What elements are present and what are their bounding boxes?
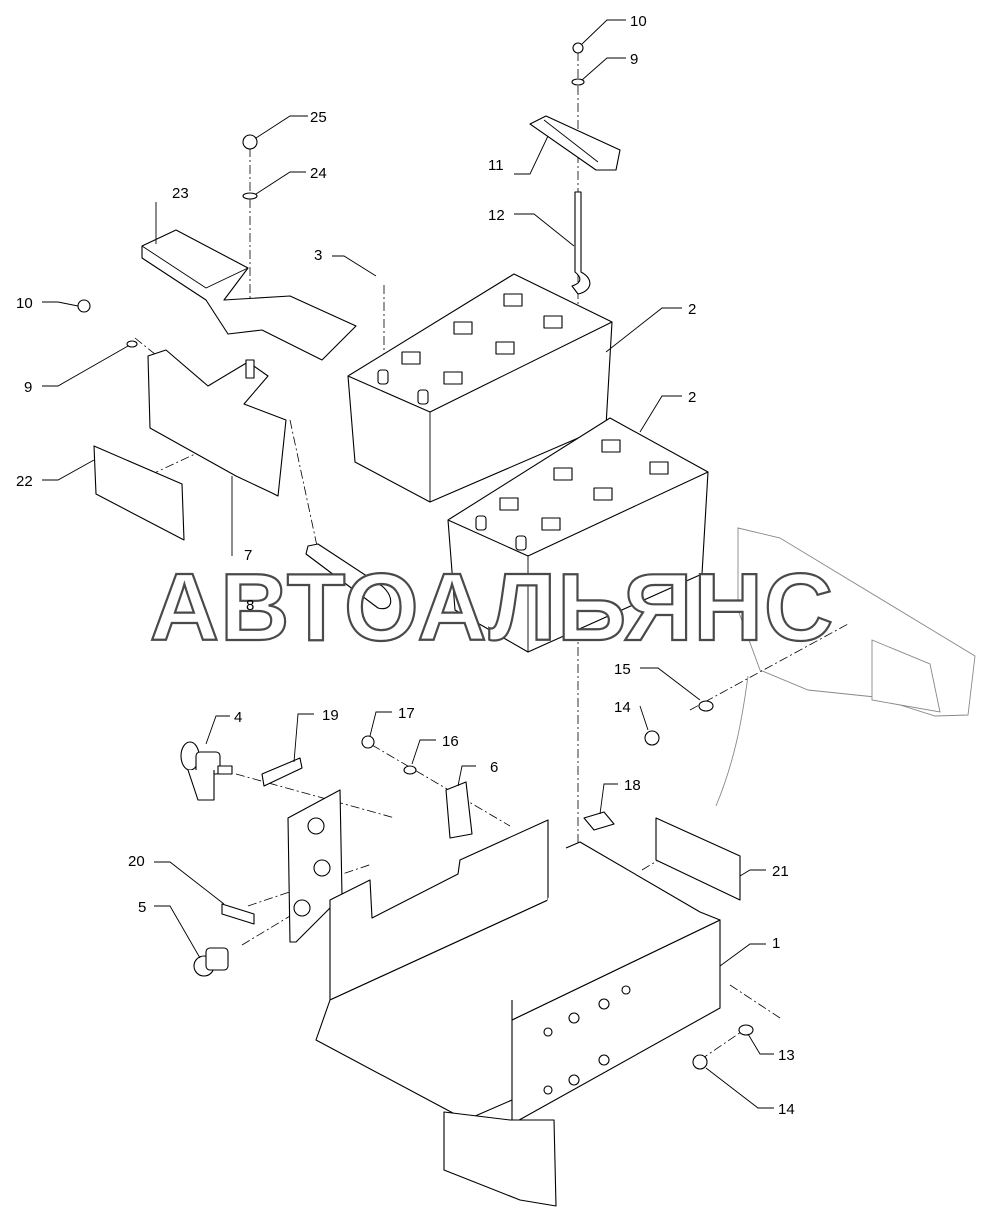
switch-5 [193, 947, 229, 977]
fasteners-13-14-15 [644, 700, 754, 1070]
callout-20: 20 [128, 853, 145, 870]
cover-plate-7 [77, 299, 287, 497]
callout-9-top: 9 [630, 51, 638, 68]
callout-19: 19 [322, 707, 339, 724]
top-bracket-23 [141, 134, 357, 361]
callout-25: 25 [310, 109, 327, 126]
callout-2-upper: 2 [688, 301, 696, 318]
callout-labels: 10 9 11 12 25 24 23 3 2 2 10 9 22 7 8 15… [16, 13, 795, 1118]
callout-2-lower: 2 [688, 389, 696, 406]
callout-10-left: 10 [16, 295, 33, 312]
callout-14-lower: 14 [778, 1101, 795, 1118]
callout-6: 6 [490, 759, 498, 776]
callout-11: 11 [488, 157, 504, 174]
callout-4: 4 [234, 709, 242, 726]
washers-16-17 [361, 735, 417, 775]
chassis-frame-ghost [715, 527, 976, 807]
battery-clamp-assembly [529, 42, 621, 295]
label-19 [261, 757, 303, 787]
callout-15: 15 [614, 661, 631, 678]
callout-7: 7 [244, 547, 252, 564]
label-20 [221, 903, 255, 925]
battery-tray-1 [287, 789, 721, 1207]
callout-5: 5 [138, 899, 146, 916]
callout-16: 16 [442, 733, 459, 750]
callout-18: 18 [624, 777, 641, 794]
callout-1: 1 [772, 935, 780, 952]
callout-leaders [42, 19, 774, 1109]
label-21 [655, 817, 741, 901]
callout-9-left: 9 [24, 379, 32, 396]
callout-14-upper: 14 [614, 699, 631, 716]
callout-21: 21 [772, 863, 789, 880]
callout-13: 13 [778, 1047, 795, 1064]
battery-upper [347, 273, 613, 503]
callout-8: 8 [246, 597, 254, 614]
rod-8 [305, 543, 392, 610]
callout-3: 3 [314, 247, 322, 264]
callout-22: 22 [16, 473, 33, 490]
label-plate-22 [93, 445, 185, 541]
callout-12: 12 [488, 207, 505, 224]
battery-lower [447, 417, 709, 653]
switch-4 [180, 741, 233, 801]
callout-10-top: 10 [630, 13, 647, 30]
callout-24: 24 [310, 165, 327, 182]
bolt-18 [583, 811, 615, 831]
callout-23: 23 [172, 185, 189, 202]
bracket-6 [445, 781, 473, 839]
callout-17: 17 [398, 705, 415, 722]
watermark-text: АВТОАЛЬЯНС [150, 554, 834, 661]
